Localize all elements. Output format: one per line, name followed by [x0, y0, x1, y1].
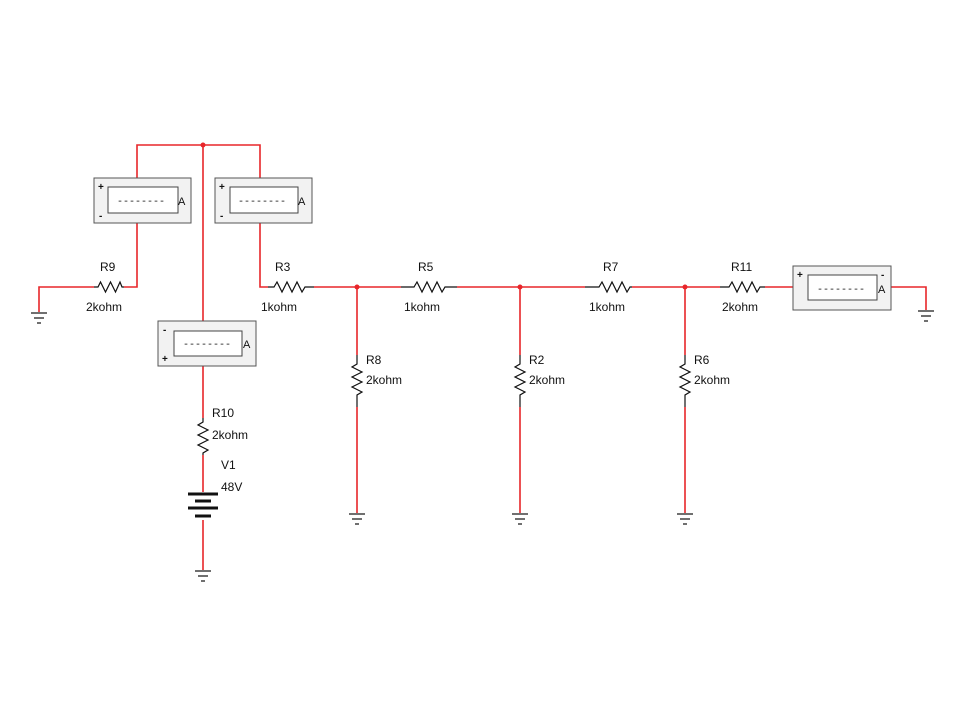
resistor-r8[interactable]: R8 2kohm	[350, 353, 402, 407]
wire-ammeter-ground	[891, 286, 927, 310]
ammeter-2-minus: -	[220, 211, 223, 222]
resistor-r8-value: 2kohm	[366, 373, 402, 387]
ground-r6	[677, 513, 693, 525]
ground-r11	[918, 310, 934, 322]
ammeter-1-display-frame	[107, 186, 179, 214]
ammeter-3-unit: A	[243, 339, 251, 351]
resistor-r8-name: R8	[366, 353, 382, 367]
resistor-r5[interactable]: R5 1kohm	[401, 260, 457, 314]
ammeter-2-unit: A	[298, 196, 306, 208]
resistor-r2[interactable]: R2 2kohm	[513, 353, 565, 407]
battery-v1[interactable]: V1 48V	[188, 458, 242, 518]
resistor-r11[interactable]: R11 2kohm	[720, 260, 765, 314]
junction-r6	[682, 284, 688, 290]
ground-battery	[195, 570, 211, 582]
battery-v1-value: 48V	[221, 480, 242, 494]
resistor-r10-value: 2kohm	[212, 428, 248, 442]
resistor-r3-symbol	[268, 280, 314, 294]
ground-r8	[349, 513, 365, 525]
ammeter-3[interactable]: -------- A - +	[157, 320, 257, 367]
ammeter-3-minus: -	[163, 325, 166, 336]
resistor-r11-symbol	[720, 280, 765, 294]
ground-r9	[31, 312, 47, 324]
ground-r2	[512, 513, 528, 525]
ammeter-2-display: --------	[238, 197, 286, 208]
wire-r3-branch	[259, 222, 268, 288]
resistor-r7-symbol	[585, 280, 632, 294]
resistor-r2-name: R2	[529, 353, 545, 367]
ammeter-3-plus: +	[162, 354, 168, 365]
resistor-r5-symbol	[401, 280, 457, 294]
ammeter-1-unit: A	[178, 196, 186, 208]
resistor-r11-value: 2kohm	[722, 300, 758, 314]
resistor-r6-value: 2kohm	[694, 373, 730, 387]
ammeter-3-display: --------	[183, 340, 231, 351]
ammeter-4-minus: -	[881, 270, 884, 281]
resistor-r9-symbol	[94, 280, 124, 294]
ammeter-4-plus: +	[797, 270, 803, 281]
junction-r8	[354, 284, 360, 290]
junction-top	[200, 142, 206, 148]
ammeter-2-display-frame	[229, 186, 299, 214]
ammeter-4-unit: A	[878, 284, 886, 296]
resistor-r6[interactable]: R6 2kohm	[678, 353, 730, 407]
resistor-r2-value: 2kohm	[529, 373, 565, 387]
resistor-r7[interactable]: R7 1kohm	[585, 260, 632, 314]
wire-r9-branch	[124, 222, 138, 288]
ammeter-4-display: --------	[817, 285, 865, 296]
wire-top-bus	[136, 144, 261, 181]
resistor-r3-value: 1kohm	[261, 300, 297, 314]
resistor-r10-symbol	[196, 418, 210, 455]
junctions	[200, 142, 688, 290]
resistor-r7-name: R7	[603, 260, 619, 274]
resistor-r5-value: 1kohm	[404, 300, 440, 314]
resistor-r10[interactable]: R10 2kohm	[196, 406, 248, 455]
resistor-r7-value: 1kohm	[589, 300, 625, 314]
ammeter-2-plus: +	[219, 182, 225, 193]
resistor-r3[interactable]: R3 1kohm	[261, 260, 314, 314]
resistor-r6-name: R6	[694, 353, 710, 367]
resistor-r10-name: R10	[212, 406, 234, 420]
resistor-r8-symbol	[350, 355, 364, 407]
ammeter-1[interactable]: -------- A + -	[93, 177, 192, 224]
ammeter-4[interactable]: -------- A + -	[792, 265, 892, 311]
battery-v1-name: V1	[221, 458, 236, 472]
resistor-r2-symbol	[513, 355, 527, 407]
resistor-r6-symbol	[678, 355, 692, 407]
resistor-r5-name: R5	[418, 260, 434, 274]
ammeter-2[interactable]: -------- A + -	[214, 177, 313, 224]
junction-r2	[517, 284, 523, 290]
ammeter-3-display-frame	[173, 330, 243, 357]
resistor-r9[interactable]: R9 2kohm	[86, 260, 124, 314]
resistor-r3-name: R3	[275, 260, 291, 274]
ammeter-1-display: --------	[117, 197, 165, 208]
ammeter-4-display-frame	[807, 274, 878, 301]
ammeter-1-plus: +	[98, 182, 104, 193]
resistor-r9-name: R9	[100, 260, 116, 274]
wire-r9-ground	[38, 286, 94, 312]
resistor-r11-name: R11	[731, 260, 752, 274]
resistor-r9-value: 2kohm	[86, 300, 122, 314]
ammeter-1-minus: -	[99, 211, 102, 222]
